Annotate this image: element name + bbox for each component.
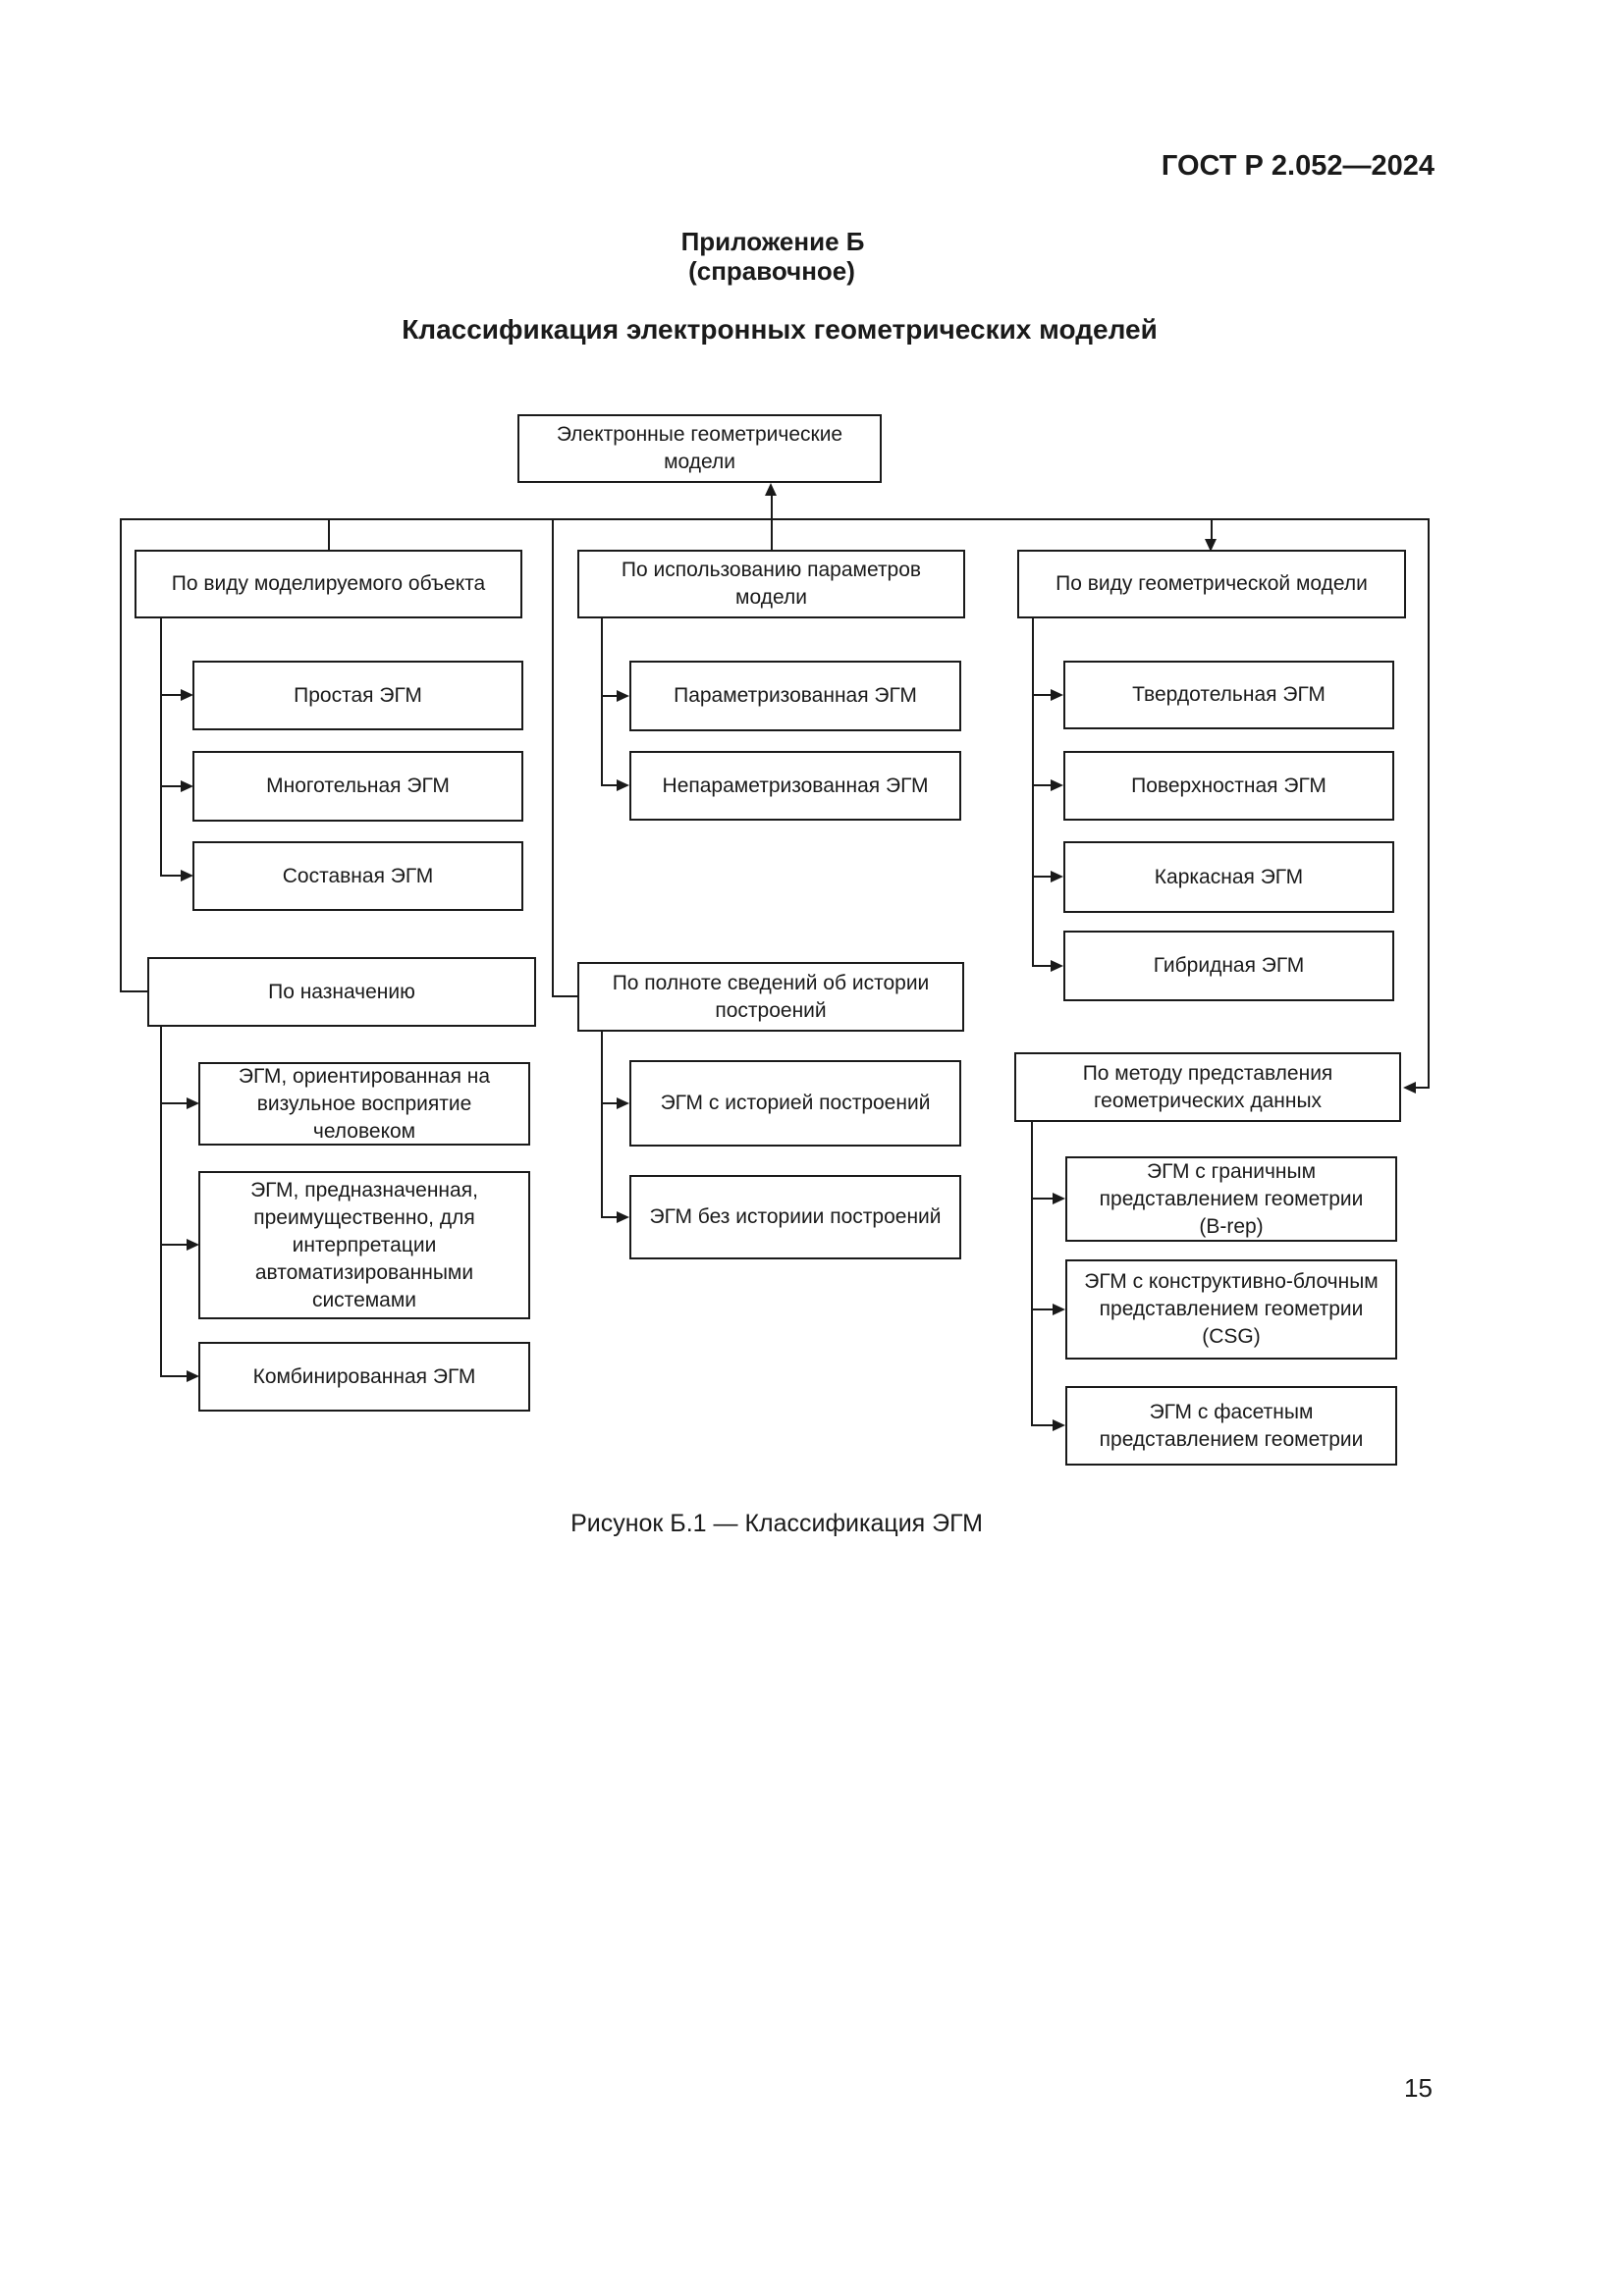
connector-line [160,1027,162,1376]
arrowhead-right [181,870,193,881]
node-group0-child-2: Составная ЭГМ [192,841,523,911]
connector-line [601,1102,618,1104]
node-group3-child-2: Комбинированная ЭГМ [198,1342,530,1412]
node-group1-header: По использованию параметров модели [577,550,965,618]
connector-line [1031,1424,1054,1426]
connector-line [1032,694,1052,696]
connector-line [771,493,773,552]
node-group4-header: По полноте сведений об истории построени… [577,962,964,1032]
node-group3-child-1: ЭГМ, предназначенная, преимущественно, д… [198,1171,530,1319]
node-group5-header: По методу представления геометрических д… [1014,1052,1401,1122]
node-group3-child-0: ЭГМ, ориентированная на визульное воспри… [198,1062,530,1146]
connector-line [160,1375,188,1377]
connector-line [1415,1087,1430,1089]
connector-line [160,694,182,696]
connector-line [601,1032,603,1217]
node-group1-child-0: Параметризованная ЭГМ [629,661,961,731]
connector-line [601,618,603,785]
arrowhead-right [1051,689,1063,701]
arrowhead-right [1053,1193,1065,1204]
connector-line [120,990,149,992]
figure-caption: Рисунок Б.1 — Классификация ЭГМ [570,1510,983,1537]
connector-line [160,875,182,877]
arrowhead-right [187,1239,199,1251]
appendix-label: Приложение Б [680,227,865,256]
node-group2-header: По виду геометрической модели [1017,550,1406,618]
connector-line [1031,1198,1054,1200]
arrowhead-right [617,690,629,702]
arrowhead-left [1403,1082,1416,1094]
arrowhead-right [617,1211,629,1223]
node-group2-child-2: Каркасная ЭГМ [1063,841,1394,913]
node-group4-child-0: ЭГМ с историей построений [629,1060,961,1147]
node-group2-child-3: Гибридная ЭГМ [1063,931,1394,1001]
connector-line [1428,518,1430,1089]
node-group0-header: По виду моделируемого объекта [135,550,522,618]
connector-line [552,518,554,997]
connector-line [601,1216,618,1218]
arrowhead-right [1053,1304,1065,1315]
node-group2-child-1: Поверхностная ЭГМ [1063,751,1394,821]
connector-line [1032,965,1052,967]
connector-line [1032,876,1052,878]
connector-line [552,995,577,997]
node-root: Электронные геометрические модели [517,414,882,483]
connector-line [328,518,330,552]
node-group2-child-0: Твердотельная ЭГМ [1063,661,1394,729]
node-group0-child-0: Простая ЭГМ [192,661,523,730]
connector-line [160,785,182,787]
arrowhead-right [617,1097,629,1109]
connector-line [1031,1122,1033,1425]
arrowhead-right [617,779,629,791]
node-group0-child-1: Многотельная ЭГМ [192,751,523,822]
page-number: 15 [1404,2073,1433,2103]
connector-line [1211,518,1213,542]
node-group4-child-1: ЭГМ без историии построений [629,1175,961,1259]
connector-line [601,695,618,697]
connector-line [1031,1308,1054,1310]
arrowhead-right [181,780,193,792]
connector-line [120,518,122,992]
node-group1-child-1: Непараметризованная ЭГМ [629,751,961,821]
connector-line [160,618,162,876]
node-group3-header: По назначению [147,957,536,1027]
connector-line [601,784,618,786]
section-title: Классификация электронных геометрических… [402,314,1158,345]
arrowhead-right [1051,871,1063,882]
arrowhead-right [187,1370,199,1382]
connector-line [1032,784,1052,786]
arrowhead-right [187,1097,199,1109]
connector-line [160,1102,188,1104]
doc-code: ГОСТ Р 2.052—2024 [1161,150,1435,182]
appendix-note: (справочное) [688,256,855,286]
node-group5-child-1: ЭГМ с конструктивно-блочным представлени… [1065,1259,1397,1360]
arrowhead-down [1205,539,1217,552]
node-group5-child-0: ЭГМ с граничным представлением геометрии… [1065,1156,1397,1242]
arrowhead-right [1051,779,1063,791]
connector-line [160,1244,188,1246]
connector-line [120,518,1430,520]
node-group5-child-2: ЭГМ с фасетным представлением геометрии [1065,1386,1397,1466]
arrowhead-right [181,689,193,701]
connector-line [1032,618,1034,966]
arrowhead-right [1053,1419,1065,1431]
arrowhead-up [765,483,777,496]
arrowhead-right [1051,960,1063,972]
